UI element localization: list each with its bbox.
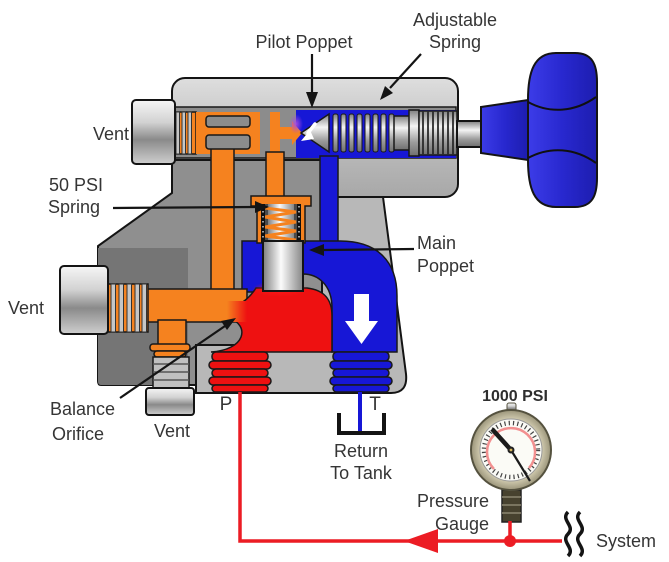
label-main-poppet-2: Poppet: [417, 256, 474, 276]
channel-land-lower: [205, 134, 251, 150]
label-psi-spring-1: 50 PSI: [49, 175, 103, 195]
vent-top-hex-plug: [131, 99, 176, 165]
vent-bottom-plug: [145, 356, 195, 416]
gauge-red-scale: [485, 426, 537, 470]
knob-neck: [480, 98, 529, 162]
psi-spring-assembly: [261, 204, 301, 243]
label-pressure-gauge-2: Gauge: [435, 514, 489, 534]
label-balance-orifice-1: Balance: [50, 399, 115, 419]
system-break-icon: [564, 510, 584, 558]
label-pressure-gauge-1: Pressure: [417, 491, 489, 511]
label-adjustable-spring-2: Spring: [429, 32, 481, 52]
screw-thread-lines: [422, 111, 454, 155]
pilot-seat-glow: [289, 114, 303, 134]
system-pressure-line: [238, 392, 562, 543]
main-poppet: [262, 240, 304, 292]
pilot-flow-arrow: [301, 122, 317, 141]
vent-fittings: [59, 99, 195, 416]
callout-arrows: [112, 53, 422, 399]
gauge-tick-ring: [481, 420, 541, 480]
label-psi-spring-2: Spring: [48, 197, 100, 217]
spring-feed-passage: [265, 151, 285, 201]
label-pilot-poppet: Pilot Poppet: [255, 32, 352, 52]
adjustment-knob: [456, 52, 598, 208]
callout-arrow-main-poppet: [322, 247, 415, 252]
tank-symbol: [337, 413, 386, 435]
knob-handle: [527, 52, 598, 208]
pressure-gauge: [470, 402, 552, 523]
balance-orifice-junction: [227, 301, 247, 322]
label-port-p: P: [220, 394, 233, 415]
gauge-needle: [490, 427, 513, 452]
label-port-t: T: [369, 394, 381, 415]
callout-arrow-balance-orifice: [119, 325, 226, 399]
label-main-poppet-1: Main: [417, 233, 456, 253]
pilot-drain-passage: [319, 155, 339, 245]
vent-riser-passage: [210, 147, 235, 293]
tank-flow-arrow: [345, 294, 378, 344]
label-return-2: To Tank: [330, 463, 393, 483]
label-adjustable-spring-1: Adjustable: [413, 10, 497, 30]
channel-land-upper: [205, 115, 251, 128]
label-gauge-reading: 1000 PSI: [482, 388, 548, 405]
callout-arrow-adjustable-spring: [389, 53, 422, 89]
flow-direction-arrow: [404, 529, 438, 553]
label-balance-orifice-2: Orifice: [52, 424, 104, 444]
label-vent-left: Vent: [8, 298, 44, 318]
hydraulic-circuit: [238, 392, 584, 558]
label-vent-bottom: Vent: [154, 421, 190, 441]
pilot-spring-coils: [332, 113, 395, 153]
label-vent-top: Vent: [93, 124, 129, 144]
p-port-threads: [208, 351, 272, 393]
gauge-stem: [501, 489, 522, 523]
label-system: System: [596, 531, 656, 551]
label-return-1: Return: [334, 441, 388, 461]
psi-spring-coil: [264, 206, 297, 242]
knob-stem: [456, 120, 484, 148]
t-port-threads: [329, 351, 393, 393]
spring-seat-flange: [408, 109, 420, 157]
callout-arrow-psi-spring: [112, 205, 256, 210]
vent-left-hex-plug: [59, 265, 109, 335]
line-junction-dot: [504, 535, 516, 547]
thread-ridges: [110, 111, 192, 333]
